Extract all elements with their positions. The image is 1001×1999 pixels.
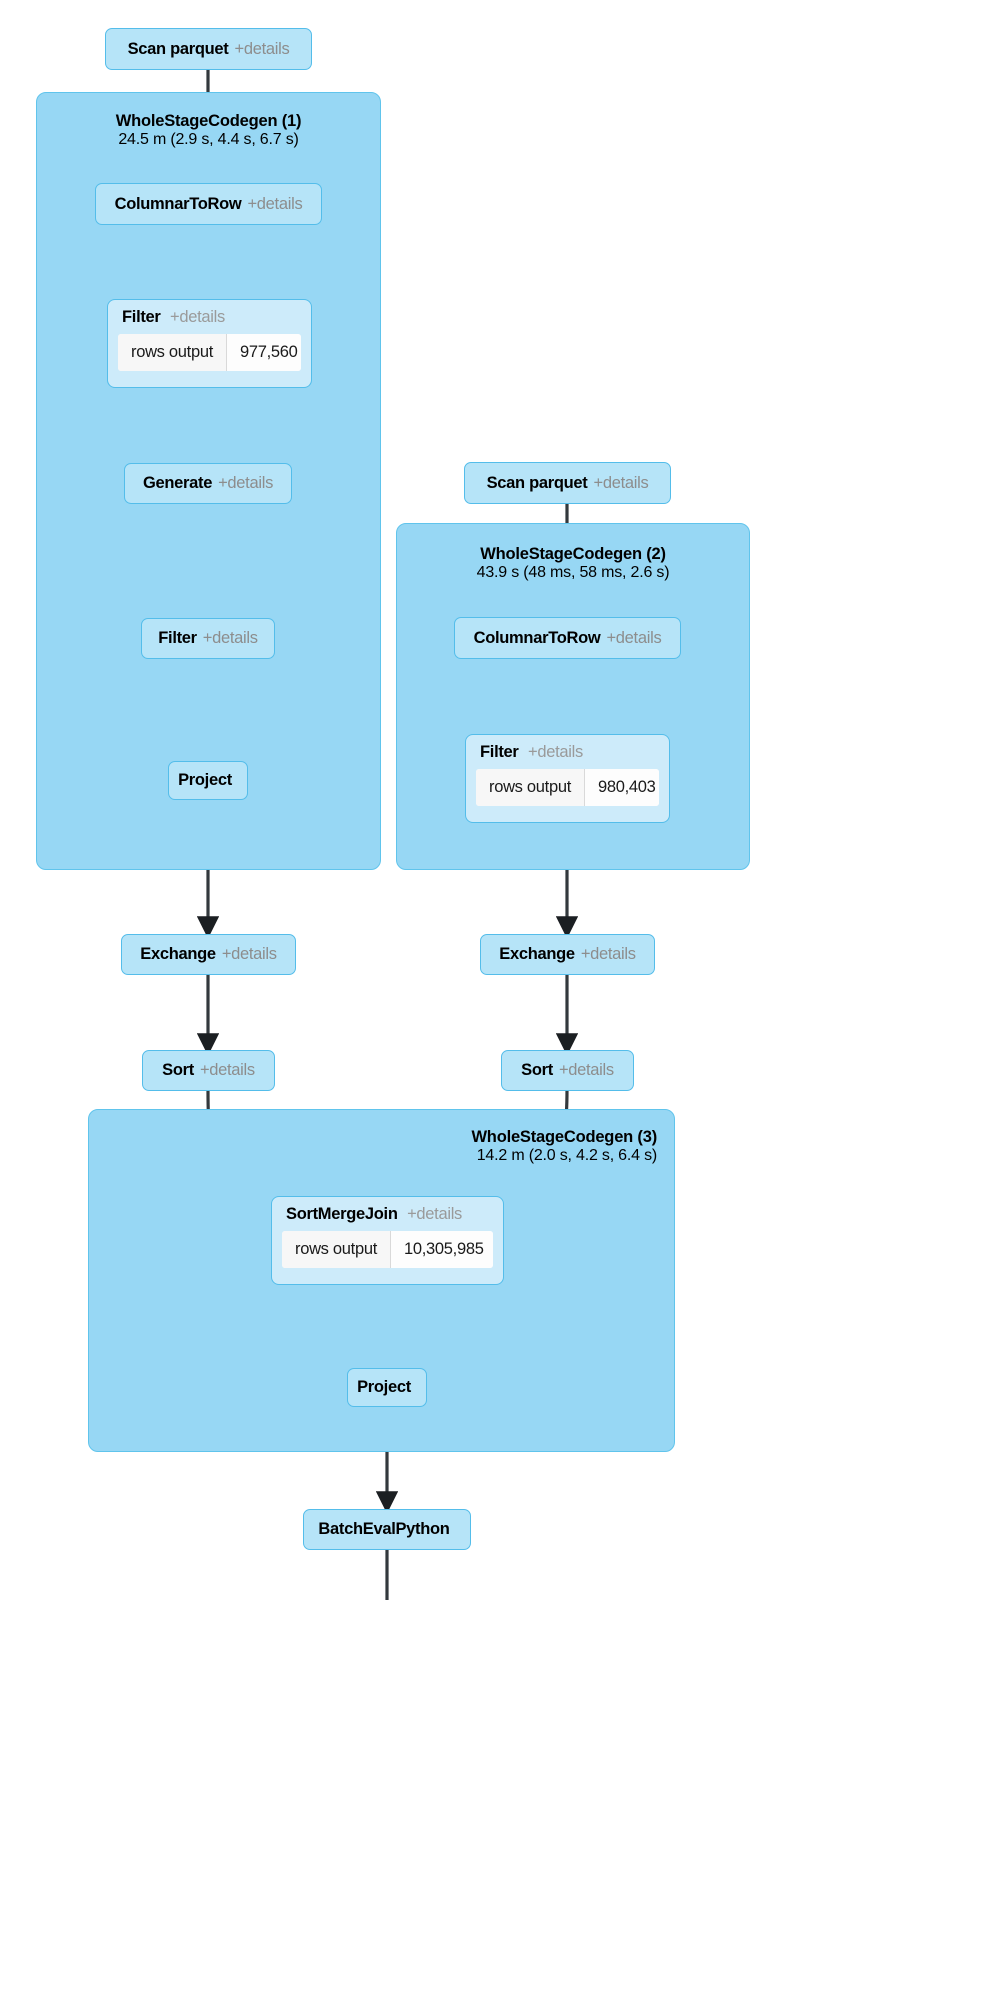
cluster-metric: 24.5 m (2.9 s, 4.4 s, 6.7 s) <box>118 131 299 149</box>
metric-key: rows output <box>476 769 584 806</box>
node-exchange-left[interactable]: Exchange +details <box>121 934 296 975</box>
node-label: Scan parquet <box>486 473 588 492</box>
details-link[interactable]: +details <box>558 1061 614 1079</box>
cluster-title: WholeStageCodegen (1) <box>115 112 302 130</box>
details-link[interactable]: +details <box>407 1205 463 1223</box>
node-columnartorow-left[interactable]: ColumnarToRow +details <box>95 183 322 225</box>
details-link[interactable]: +details <box>580 945 636 963</box>
details-link[interactable]: +details <box>606 628 662 647</box>
node-header: Filter +details <box>122 308 301 327</box>
node-scan-parquet-right[interactable]: Scan parquet +details <box>464 462 671 504</box>
details-link[interactable]: +details <box>218 474 274 492</box>
details-link[interactable]: +details <box>528 743 583 761</box>
node-label: ColumnarToRow <box>473 628 601 647</box>
node-label: Exchange <box>140 945 216 963</box>
node-filter-right[interactable]: Filter +details rows output 980,403 <box>465 734 670 823</box>
metric-table: rows output 10,305,985 <box>282 1231 493 1268</box>
node-batchevalpython[interactable]: BatchEvalPython <box>303 1509 471 1550</box>
details-link[interactable]: +details <box>170 308 225 326</box>
metric-value: 980,403 <box>584 769 659 806</box>
node-label: Filter <box>480 743 519 761</box>
node-project-join[interactable]: Project <box>347 1368 427 1407</box>
metric-table: rows output 980,403 <box>476 769 659 806</box>
node-filter-left[interactable]: Filter +details rows output 977,560 <box>107 299 312 388</box>
cluster-metric: 43.9 s (48 ms, 58 ms, 2.6 s) <box>476 564 670 582</box>
node-header: Filter +details <box>480 743 659 762</box>
node-label: Filter <box>158 629 197 647</box>
metric-key: rows output <box>282 1231 390 1268</box>
node-label: SortMergeJoin <box>286 1205 398 1223</box>
cluster-title: WholeStageCodegen (2) <box>480 545 666 563</box>
node-label: Sort <box>162 1061 194 1079</box>
node-filter2-left[interactable]: Filter +details <box>141 618 275 659</box>
node-columnartorow-right[interactable]: ColumnarToRow +details <box>454 617 681 659</box>
details-link[interactable]: +details <box>199 1061 255 1079</box>
cluster-title: WholeStageCodegen (3) <box>471 1128 657 1146</box>
cluster-label-wholestagecodegen-3: WholeStageCodegen (3) 14.2 m (2.0 s, 4.2… <box>88 1128 675 1166</box>
node-exchange-right[interactable]: Exchange +details <box>480 934 655 975</box>
node-project-left[interactable]: Project <box>168 761 248 800</box>
node-label: Project <box>178 771 232 789</box>
details-link[interactable]: +details <box>221 945 277 963</box>
node-label: Filter <box>122 308 161 326</box>
node-label: Scan parquet <box>127 39 229 58</box>
node-label: ColumnarToRow <box>114 194 242 213</box>
node-sort-right[interactable]: Sort +details <box>501 1050 634 1091</box>
cluster-label-wholestagecodegen-1: WholeStageCodegen (1) 24.5 m (2.9 s, 4.4… <box>36 112 381 150</box>
node-label: Generate <box>142 474 213 492</box>
cluster-label-wholestagecodegen-2: WholeStageCodegen (2) 43.9 s (48 ms, 58 … <box>396 545 750 583</box>
cluster-metric: 14.2 m (2.0 s, 4.2 s, 6.4 s) <box>476 1147 657 1165</box>
details-link[interactable]: +details <box>202 629 258 647</box>
node-scan-parquet-left[interactable]: Scan parquet +details <box>105 28 312 70</box>
metric-table: rows output 977,560 <box>118 334 301 371</box>
details-link[interactable]: +details <box>247 194 303 213</box>
metric-value: 977,560 <box>226 334 301 371</box>
node-label: Project <box>357 1378 411 1396</box>
details-link[interactable]: +details <box>593 473 649 492</box>
metric-value: 10,305,985 <box>390 1231 493 1268</box>
node-header: SortMergeJoin +details <box>286 1205 493 1224</box>
node-label: BatchEvalPython <box>318 1520 450 1538</box>
metric-key: rows output <box>118 334 226 371</box>
details-link[interactable]: +details <box>234 39 290 58</box>
node-label: Sort <box>521 1061 553 1079</box>
node-sort-left[interactable]: Sort +details <box>142 1050 275 1091</box>
node-sortmergejoin[interactable]: SortMergeJoin +details rows output 10,30… <box>271 1196 504 1285</box>
node-generate-left[interactable]: Generate +details <box>124 463 292 504</box>
node-label: Exchange <box>499 945 575 963</box>
